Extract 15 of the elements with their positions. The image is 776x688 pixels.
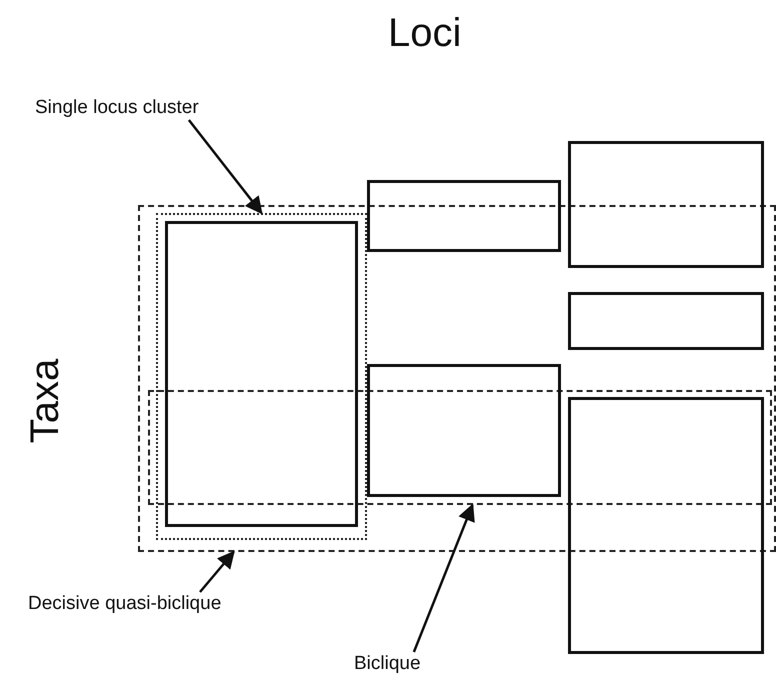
data-block — [367, 180, 561, 252]
callout-label: Decisive quasi-biclique — [28, 592, 222, 616]
quasi-biclique-outline — [138, 205, 776, 552]
axis-title: Loci — [388, 10, 462, 56]
biclique-outline — [148, 390, 772, 505]
data-block — [568, 397, 764, 654]
leader-line — [188, 119, 263, 214]
leader-line — [199, 550, 235, 593]
axis-title: Taxa — [22, 358, 68, 446]
leader-line — [412, 503, 475, 652]
data-block — [568, 141, 764, 268]
data-block — [568, 292, 764, 350]
callout-label: Single locus cluster — [35, 96, 199, 120]
data-block — [367, 364, 561, 497]
callout-label: Biclique — [354, 652, 421, 676]
